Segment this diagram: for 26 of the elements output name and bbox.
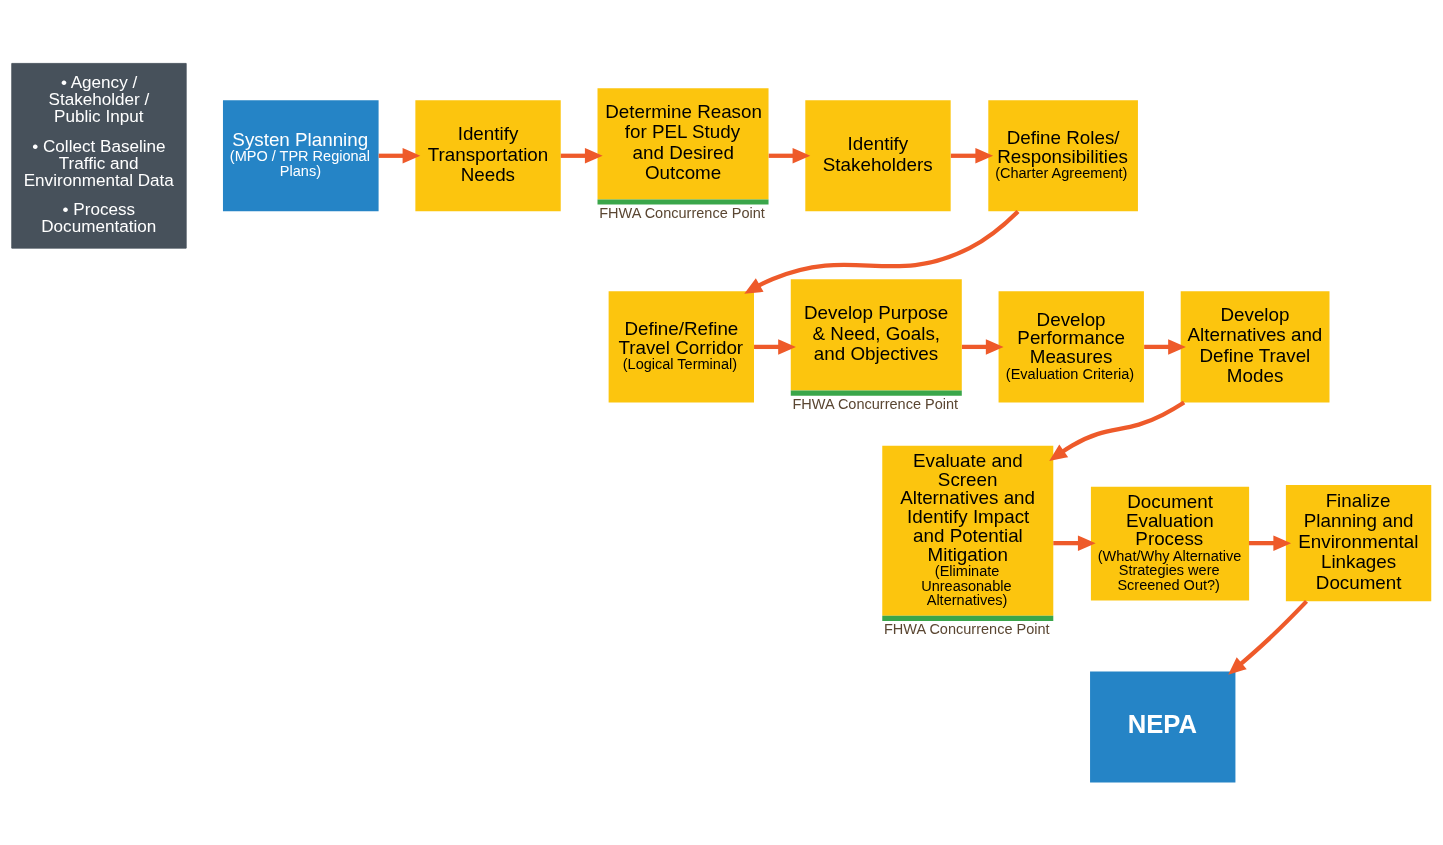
node-box: Define Roles/ Responsibilities (Charter Agreement) <box>988 99 1138 211</box>
node-box: Systen Planning (MPO / TPR Regional Plans) <box>222 99 379 211</box>
arrow <box>961 338 1004 355</box>
arrow <box>754 338 796 355</box>
node-label: FHWA Concurrence Point <box>792 395 959 412</box>
node-box: Define/Refine Travel Corridor (Logical Terminal) <box>608 290 754 402</box>
arrow <box>1049 400 1186 461</box>
arrow <box>1144 338 1186 355</box>
node-box: Finalize Planning and Environmental Linkages Document <box>1285 484 1432 601</box>
arrow <box>950 147 994 164</box>
arrow <box>1053 534 1096 551</box>
node-label: FHWA Concurrence Point <box>599 204 765 221</box>
arrow <box>560 147 603 164</box>
arrow <box>378 147 421 164</box>
node-label: FHWA Concurrence Point <box>883 620 1050 637</box>
node-box: NEPA <box>1090 670 1236 783</box>
node-box: Identify Transportation Needs <box>415 99 561 211</box>
node-box: Identify Stakeholders <box>805 99 951 211</box>
node-box: Develop Performance Measures (Evaluation Criteria) <box>998 290 1144 402</box>
arrow <box>768 147 811 164</box>
node-box: Document Evaluation Process (What/Why Alternative Strategies were Screened Out?) <box>1090 486 1250 600</box>
node-box: • Agency / Stakeholder / Public Input • Collect Baseline Traffic and Environmental Data • Process Documentation <box>11 62 187 249</box>
arrow <box>1248 534 1292 551</box>
arrow <box>1228 599 1309 675</box>
node-box: Develop Alternatives and Define Travel Modes <box>1180 290 1330 402</box>
arrow <box>744 209 1020 294</box>
